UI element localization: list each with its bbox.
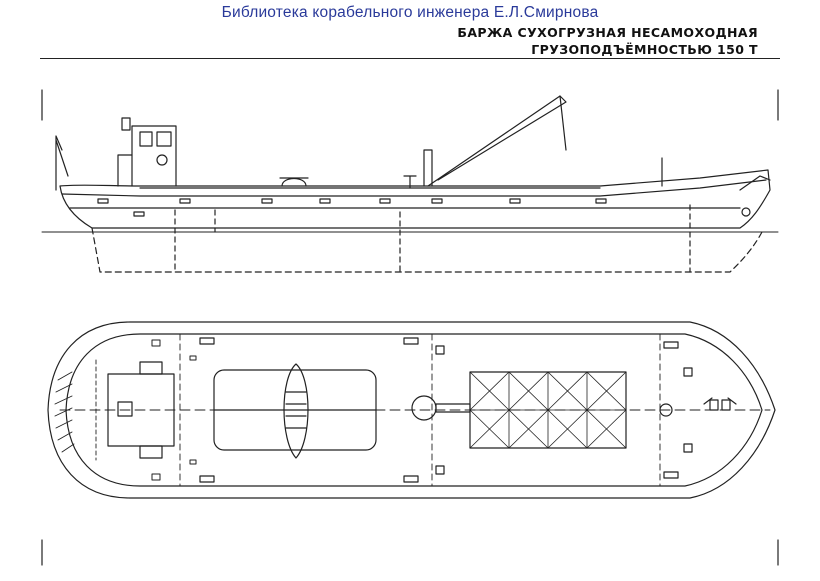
- deck-line: [61, 179, 767, 197]
- drawing-title-line-1: БАРЖА СУХОГРУЗНАЯ НЕСАМОХОДНАЯ: [457, 25, 758, 40]
- library-title: Библиотека корабельного инженера Е.Л.Сми…: [221, 4, 599, 21]
- fairleads: [151, 339, 197, 481]
- wheelhouse: [131, 125, 177, 187]
- hull-plan-inner: [65, 333, 763, 487]
- hull-underwater: [91, 227, 763, 273]
- deck-plan-view: [47, 321, 776, 499]
- flag-mast: [55, 135, 69, 191]
- crane-post: [423, 149, 433, 187]
- drawing-title-line-2: ГРУЗОПОДЪЁМНОСТЬЮ 150 Т: [531, 42, 758, 57]
- hull-plan-outline: [47, 321, 776, 499]
- hull-side-outline: [59, 169, 771, 229]
- side-portholes: [97, 198, 607, 217]
- frame-marks: [41, 89, 779, 566]
- lifeboat: [283, 363, 309, 459]
- drawing-title: БАРЖА СУХОГРУЗНАЯ НЕСАМОХОДНАЯ ГРУЗОПОДЪ…: [457, 24, 758, 58]
- fender-hatch: [54, 371, 75, 453]
- side-elevation-view: [41, 95, 779, 273]
- bollards: [199, 337, 693, 483]
- crane-jib: [427, 95, 567, 187]
- hatch-grid: [469, 371, 627, 449]
- title-rule: [40, 58, 780, 59]
